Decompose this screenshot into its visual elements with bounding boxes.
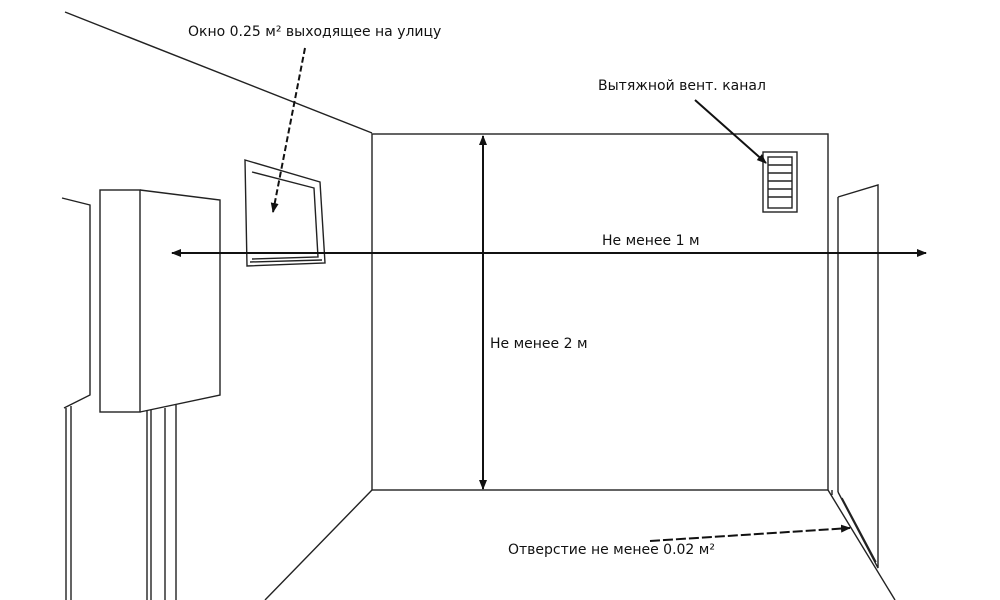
vent-label: Вытяжной вент. канал (598, 78, 766, 94)
vent-pointer-arrow (694, 99, 767, 164)
window-icon (244, 159, 326, 267)
window-pointer-arrow (270, 47, 306, 213)
gas-boiler-icon (99, 189, 221, 600)
left-wall-element (61, 197, 91, 600)
back-wall (371, 133, 829, 491)
floor-edge-right (827, 489, 896, 600)
min-2m-label: Не менее 2 м (490, 336, 588, 352)
door-icon (831, 184, 879, 569)
min-1m-label: Не менее 1 м (602, 233, 700, 249)
opening-pointer-arrow (649, 524, 851, 542)
floor-edge-left (264, 489, 373, 600)
ceiling-edge (64, 11, 373, 134)
window-label: Окно 0.25 м² выходящее на улицу (188, 24, 442, 40)
vent-channel-icon (762, 151, 798, 213)
opening-label: Отверстие не менее 0.02 м² (508, 542, 715, 558)
